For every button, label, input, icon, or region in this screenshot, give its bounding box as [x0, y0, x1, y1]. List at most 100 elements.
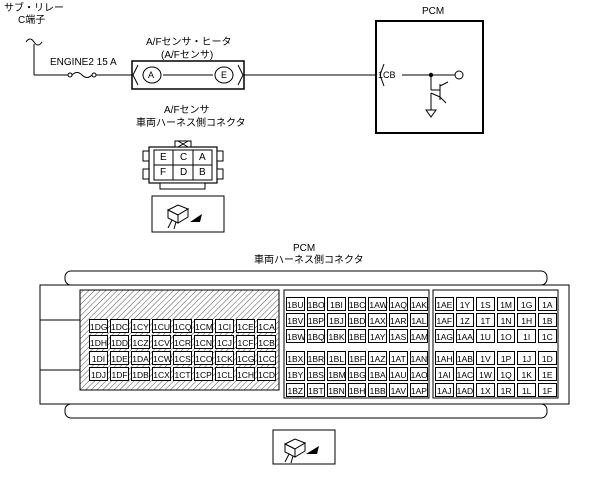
pin-1cq: 1CQ: [173, 319, 192, 333]
pin-1ac: 1AC: [455, 367, 475, 381]
pin-1b: 1B: [538, 313, 557, 327]
pin-1cu: 1CU: [152, 319, 171, 333]
pin-1h: 1H: [517, 313, 536, 327]
pin-1cm: 1CM: [194, 319, 213, 333]
pin-1ba: 1BA: [368, 367, 387, 381]
pin-1dd: 1DD: [110, 335, 129, 349]
pin-1ce: 1CE: [236, 319, 255, 333]
pin-1cl: 1CL: [215, 367, 234, 381]
pin-1f: 1F: [538, 383, 557, 397]
pin-1aa: 1AA: [455, 329, 475, 343]
pin-1dg: 1DG: [89, 319, 108, 333]
pin-1de: 1DE: [110, 351, 129, 365]
pin-1cw: 1CW: [152, 351, 172, 365]
ground-icon: [425, 109, 437, 118]
pin-1ap: 1AP: [409, 383, 429, 397]
pin-1ay: 1AY: [368, 329, 387, 343]
pcm-pin-label: 1CB: [378, 70, 396, 80]
pin-1ch: 1CH: [236, 367, 255, 381]
pin-1y: 1Y: [455, 297, 475, 311]
pin-1an: 1AN: [409, 351, 429, 365]
pin-1cx: 1CX: [152, 367, 171, 381]
pin-1cn: 1CN: [194, 335, 213, 349]
pin-1bz: 1BZ: [286, 383, 305, 397]
pin-1au: 1AU: [389, 367, 408, 381]
af-pin-f: F: [160, 167, 167, 178]
pin-1c: 1C: [538, 329, 557, 343]
pin-1cb: 1CB: [257, 335, 276, 349]
pin-1o: 1O: [496, 329, 516, 343]
pin-1bn: 1BN: [327, 383, 346, 397]
pin-1w: 1W: [476, 367, 495, 381]
sensor-title: A/Fセンサ・ヒータ: [146, 37, 232, 48]
pin-1aq: 1AQ: [389, 297, 408, 311]
pin-1by: 1BY: [286, 367, 305, 381]
pin-1bt: 1BT: [306, 383, 326, 397]
pin-1bp: 1BP: [306, 313, 326, 327]
pin-1av: 1AV: [389, 383, 408, 397]
pin-1br: 1BR: [306, 351, 326, 365]
pin-1bv: 1BV: [286, 313, 305, 327]
relay-label-line2: C端子: [18, 15, 46, 26]
pin-1v: 1V: [476, 351, 495, 365]
pin-1ck: 1CK: [215, 351, 234, 365]
pin-1at: 1AT: [389, 351, 408, 365]
pin-1cd: 1CD: [257, 367, 276, 381]
pin-1bj: 1BJ: [327, 313, 346, 327]
pin-1bx: 1BX: [286, 351, 305, 365]
pin-1l: 1L: [517, 383, 536, 397]
pin-1ci: 1CI: [215, 319, 234, 333]
pin-1ab: 1AB: [455, 351, 475, 365]
pin-1be: 1BE: [347, 329, 367, 343]
pin-1aj: 1AJ: [435, 383, 454, 397]
pin-1dh: 1DH: [89, 335, 108, 349]
pcm-connector-subtitle: 車両ハーネス側コネクタ: [254, 255, 364, 266]
pin-1cz: 1CZ: [131, 335, 150, 349]
pin-1bf: 1BF: [347, 351, 367, 365]
pin-1bw: 1BW: [286, 329, 305, 343]
pin-1ao: 1AO: [409, 367, 429, 381]
af-pin-c: C: [180, 152, 188, 163]
pin-1a: 1A: [538, 297, 557, 311]
pin-1az: 1AZ: [368, 351, 387, 365]
pin-1bk: 1BK: [327, 329, 346, 343]
pin-1bs: 1BS: [306, 367, 326, 381]
sensor-subtitle: (A/Fセンサ): [161, 50, 214, 61]
pin-1ag: 1AG: [435, 329, 454, 343]
pin-1m: 1M: [496, 297, 516, 311]
pin-1z: 1Z: [455, 313, 475, 327]
pin-1j: 1J: [517, 351, 536, 365]
pin-1aw: 1AW: [368, 297, 388, 311]
pin-1e: 1E: [538, 367, 557, 381]
pin-1cp: 1CP: [194, 367, 213, 381]
relay-label-line1: サブ・リレー: [4, 3, 64, 14]
pcm-label: PCM: [422, 6, 445, 17]
pin-1bl: 1BL: [327, 351, 346, 365]
pin-1bm: 1BM: [327, 367, 346, 381]
pin-1af: 1AF: [435, 313, 454, 327]
pin-1bo: 1BO: [306, 297, 326, 311]
pin-1ah: 1AH: [435, 351, 454, 365]
pin-1cg: 1CG: [236, 351, 255, 365]
pin-1cf: 1CF: [236, 335, 255, 349]
pin-1n: 1N: [496, 313, 516, 327]
pin-1cs: 1CS: [173, 351, 192, 365]
af-pin-b: B: [199, 167, 206, 178]
connector-view-icon: [151, 195, 225, 233]
pin-1dj: 1DJ: [89, 367, 108, 381]
pin-1bb: 1BB: [368, 383, 387, 397]
af-connector-drawing: [142, 140, 224, 190]
af-pin-d: D: [180, 167, 188, 178]
pin-1dc: 1DC: [110, 319, 129, 333]
pin-1cr: 1CR: [173, 335, 192, 349]
pin-1ad: 1AD: [455, 383, 475, 397]
pin-1da: 1DA: [131, 351, 150, 365]
pin-1bi: 1BI: [327, 297, 346, 311]
pin-1bd: 1BD: [347, 313, 367, 327]
relay-terminal-symbol: [25, 38, 43, 46]
af-pin-a: A: [199, 152, 206, 163]
af-connector-title: A/Fセンサ: [164, 105, 210, 116]
pin-1d: 1D: [538, 351, 557, 365]
pin-1ca: 1CA: [257, 319, 276, 333]
pin-1cv: 1CV: [152, 335, 171, 349]
